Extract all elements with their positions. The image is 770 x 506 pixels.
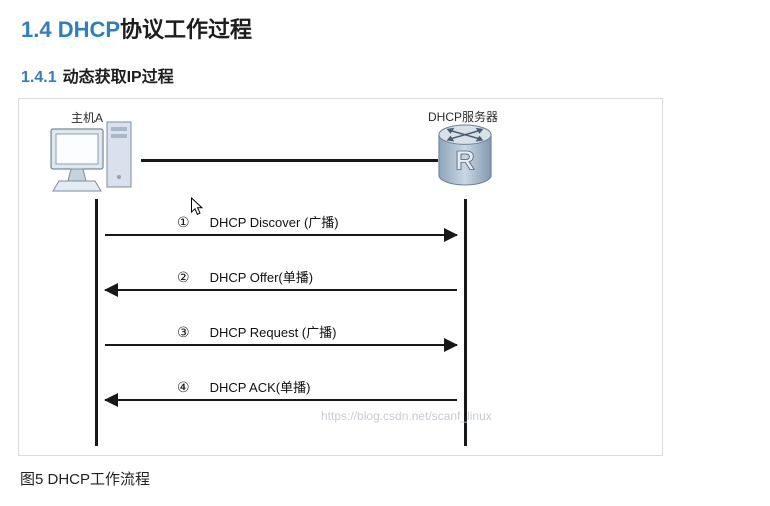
host-lifeline	[95, 199, 98, 446]
message-text: DHCP Request (广播)	[209, 325, 337, 340]
message-label: ② DHCP Offer(单播)	[177, 267, 313, 286]
message-dhcp-request: ③ DHCP Request (广播)	[105, 322, 458, 366]
dhcp-server-router-icon: R	[438, 124, 492, 186]
arrow-right-icon	[105, 228, 458, 242]
message-label: ④ DHCP ACK(单播)	[177, 377, 310, 396]
message-text: DHCP ACK(单播)	[209, 380, 311, 395]
subsection-heading-number: 1.4.1	[21, 69, 57, 86]
server-lifeline	[464, 199, 467, 446]
message-number: ①	[177, 214, 190, 230]
figure-caption: 图5 DHCP工作流程	[20, 471, 151, 488]
message-number: ④	[177, 379, 190, 395]
arrow-right-icon	[105, 338, 458, 352]
arrow-left-icon	[104, 283, 457, 297]
message-label: ③ DHCP Request (广播)	[177, 322, 336, 341]
message-text: DHCP Offer(单播)	[209, 270, 314, 285]
host-server-link-line	[141, 159, 438, 162]
mouse-cursor-icon	[191, 197, 203, 215]
subsection-heading: 1.4.1 动态获取IP过程	[21, 63, 174, 87]
arrow-left-icon	[104, 393, 457, 407]
message-number: ②	[177, 269, 190, 285]
host-computer-icon	[50, 121, 132, 192]
message-dhcp-ack: ④ DHCP ACK(单播)	[104, 377, 457, 421]
dhcp-server-label: DHCP服务器	[428, 110, 499, 124]
section-heading-title: 协议工作过程	[120, 17, 253, 42]
host-label: 主机A	[71, 111, 104, 125]
router-letter: R	[455, 146, 475, 176]
watermark-text: https://blog.csdn.net/scanf_linux	[321, 409, 492, 423]
message-label: ① DHCP Discover (广播)	[177, 212, 339, 231]
dhcp-sequence-diagram: 主机A DHCP服务器	[18, 98, 663, 456]
message-text: DHCP Discover (广播)	[209, 215, 339, 230]
message-dhcp-discover: ① DHCP Discover (广播)	[105, 212, 458, 256]
section-heading: 1.4 DHCP协议工作过程	[21, 12, 252, 44]
subsection-heading-title: 动态获取IP过程	[62, 69, 174, 86]
message-dhcp-offer: ② DHCP Offer(单播)	[104, 267, 457, 311]
section-heading-number: 1.4 DHCP	[21, 17, 121, 42]
message-number: ③	[177, 324, 190, 340]
